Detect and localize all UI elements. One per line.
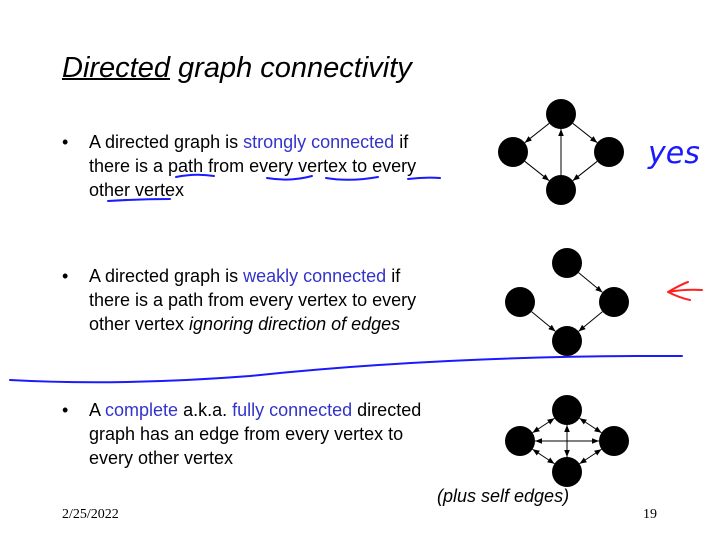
vertex xyxy=(552,248,582,278)
bullet-dot: • xyxy=(62,400,69,420)
text: if xyxy=(394,132,409,152)
text: there is a path from every vertex to eve… xyxy=(89,290,417,310)
weakly-connected-graph xyxy=(505,248,629,356)
edge xyxy=(532,417,555,434)
vertex xyxy=(505,426,535,456)
vertex xyxy=(505,287,535,317)
edge xyxy=(524,160,550,182)
complete-graph xyxy=(505,395,629,487)
term-weakly-connected: weakly connected xyxy=(243,266,387,286)
ink-underlines xyxy=(9,173,683,384)
edge xyxy=(572,160,598,182)
title-emphasis: Directed xyxy=(62,52,170,84)
term-complete: complete xyxy=(105,400,179,420)
text: if xyxy=(386,266,401,286)
vertex xyxy=(552,326,582,356)
edge xyxy=(572,122,598,144)
text: other vertex xyxy=(89,314,190,334)
text: ignoring direction of edges xyxy=(189,314,401,334)
vertex xyxy=(498,137,528,167)
slide-title: Directed graph connectivity xyxy=(62,52,412,85)
text: every other vertex xyxy=(89,448,234,468)
text: A directed graph is xyxy=(89,266,244,286)
vertex xyxy=(594,137,624,167)
edge xyxy=(578,272,603,293)
vertex xyxy=(599,287,629,317)
text: a.k.a. xyxy=(178,400,233,420)
edge xyxy=(531,311,556,332)
vertex xyxy=(546,175,576,205)
text: A directed graph is xyxy=(89,132,244,152)
vertex xyxy=(599,426,629,456)
edge xyxy=(532,448,555,465)
ink-divider-line xyxy=(9,354,683,384)
vertex xyxy=(552,395,582,425)
bullet-strongly-connected: • A directed graph is strongly connected… xyxy=(62,130,416,202)
edge xyxy=(524,122,550,144)
bullet-dot: • xyxy=(62,132,69,152)
strongly-connected-graph xyxy=(498,99,624,205)
bullet-complete: • A complete a.k.a. fully connected dire… xyxy=(62,398,421,470)
vertex xyxy=(546,99,576,129)
page-number: 19 xyxy=(643,507,657,522)
bullet-dot: • xyxy=(62,266,69,286)
text: graph has an edge from every vertex to xyxy=(89,424,404,444)
vertex xyxy=(552,457,582,487)
term-strongly-connected: strongly connected xyxy=(243,132,395,152)
term-fully-connected: fully connected xyxy=(232,400,353,420)
edge xyxy=(579,448,602,465)
text: other vertex xyxy=(89,180,185,200)
plus-self-edges-note: (plus self edges) xyxy=(437,486,570,506)
text: A xyxy=(89,400,106,420)
ink-red-arrow-icon xyxy=(667,281,703,301)
text: there is a path from every vertex to eve… xyxy=(89,156,417,176)
edge xyxy=(578,311,603,332)
title-rest: graph connectivity xyxy=(170,52,412,84)
edge xyxy=(579,417,602,434)
bullet-weakly-connected: • A directed graph is weakly connected i… xyxy=(62,264,416,336)
footer-date: 2/25/2022 xyxy=(62,507,119,522)
text: directed xyxy=(352,400,422,420)
ink-yes: yes xyxy=(647,136,700,171)
